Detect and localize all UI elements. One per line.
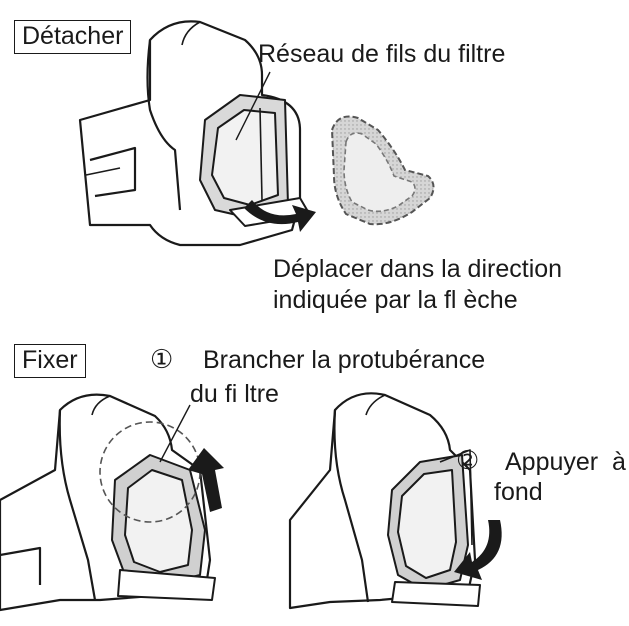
leader-line-filter: [235, 71, 271, 141]
filter-mesh-label: Réseau de fils du filtre: [258, 40, 506, 68]
step1-number: ①: [150, 344, 174, 374]
curved-arrow-icon: [244, 200, 316, 232]
step2-number: ②: [456, 445, 480, 475]
section-label-attach: Fixer: [14, 344, 86, 378]
section-label-detach: Détacher: [14, 20, 132, 54]
filter-frame-bottom-right: [387, 449, 481, 607]
up-arrow-icon: [188, 448, 224, 512]
step2-line-1: Appuyer à: [505, 448, 626, 476]
instruction-line-1: Déplacer dans la direction: [273, 255, 563, 283]
step1-line-2: du fi ltre: [190, 380, 279, 408]
leader-line-step1: [159, 404, 191, 463]
step1-line-1: Brancher la protubérance: [203, 346, 486, 374]
instruction-line-2: indiquée par la fl èche: [273, 286, 518, 314]
filter-frame-top: [199, 94, 311, 227]
curved-arrow-icon: [454, 520, 502, 580]
detached-filter-mesh: [330, 115, 435, 226]
step2-line-2: fond: [494, 478, 543, 506]
